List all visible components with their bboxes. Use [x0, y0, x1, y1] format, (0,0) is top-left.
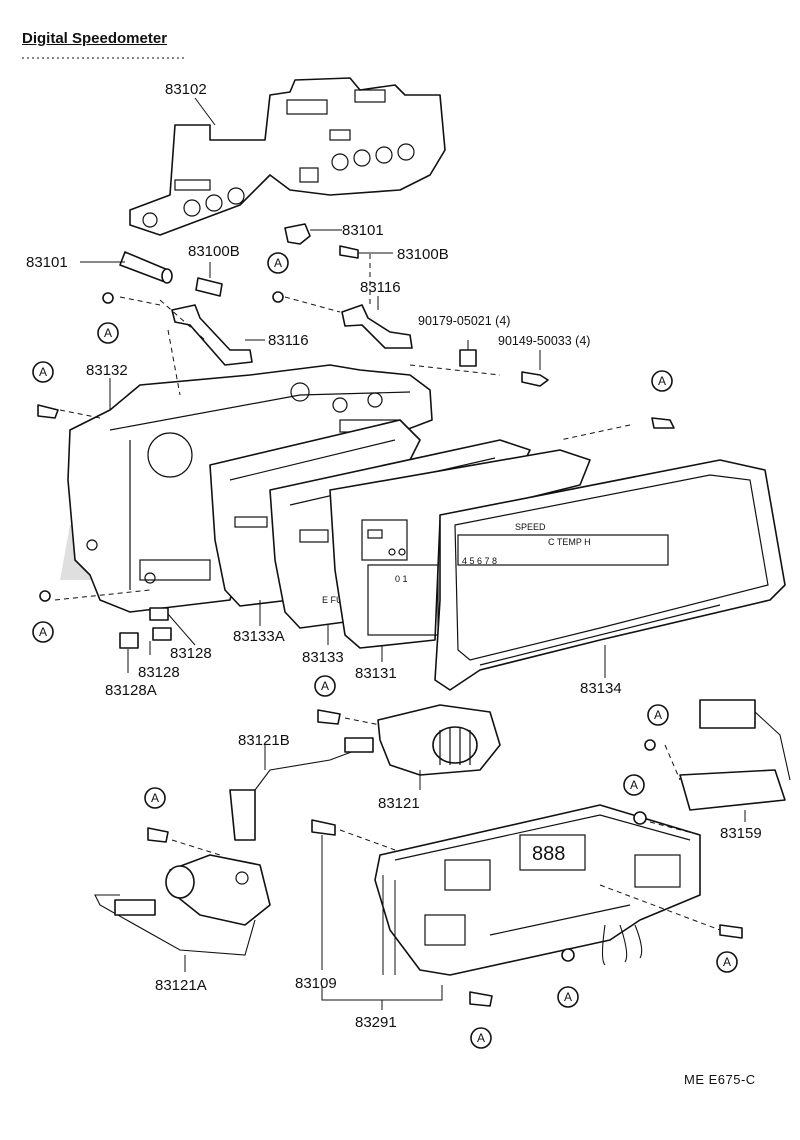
- label-83101-left: 83101: [26, 254, 68, 271]
- label-83159: 83159: [720, 825, 762, 842]
- face-display: 888: [532, 843, 565, 865]
- part-83128A-knob: [119, 632, 139, 649]
- part-83121B-cable: [229, 737, 374, 841]
- label-83132: 83132: [86, 362, 128, 379]
- svg-text:A: A: [723, 955, 731, 969]
- label-83291: 83291: [355, 1014, 397, 1031]
- part-83128-knob-b: [152, 627, 172, 641]
- screw-marker-a2: A: [267, 252, 289, 303]
- part-83291-meter-assembly: 888: [374, 804, 701, 976]
- label-83121: 83121: [378, 795, 420, 812]
- part-83109-bulb: [311, 819, 336, 970]
- part-90149-screw: [521, 350, 549, 387]
- screw-marker-a11: A: [557, 948, 579, 1008]
- svg-text:A: A: [630, 778, 638, 792]
- svg-text:A: A: [477, 1031, 485, 1045]
- page-title: Digital Speedometer: [22, 30, 168, 47]
- part-83100B-bulb-left: [195, 262, 223, 297]
- screw-marker-a10: A: [716, 924, 743, 973]
- reference-code: ME E675-C: [684, 1072, 756, 1087]
- label-83102: 83102: [165, 81, 207, 98]
- part-83101-bulb-socket-right: [284, 223, 342, 245]
- screw-marker-a6: A: [314, 675, 341, 725]
- part-83101-bulb-socket-left: [80, 251, 173, 284]
- face-digits: 4 5 6 7 8: [462, 556, 497, 566]
- label-83134: 83134: [580, 680, 622, 697]
- screw-marker-a4: A: [651, 370, 675, 429]
- svg-text:A: A: [274, 256, 282, 270]
- label-83116-left: 83116: [268, 332, 309, 349]
- part-83121A-sender: [94, 854, 271, 956]
- label-83128A: 83128A: [105, 682, 157, 699]
- label-83100B-left: 83100B: [188, 243, 240, 260]
- part-83159-harness: [679, 699, 791, 822]
- screw-marker-a12: A: [469, 991, 493, 1049]
- screw-marker-a1: A: [97, 292, 119, 344]
- label-83131: 83131: [355, 665, 397, 682]
- face-zero-one: 0 1: [395, 574, 408, 584]
- screw-marker-a9: A: [623, 774, 647, 825]
- label-83133: 83133: [302, 649, 344, 666]
- svg-text:A: A: [39, 625, 47, 639]
- part-83102-printed-circuit: [129, 77, 446, 236]
- svg-text:A: A: [151, 791, 159, 805]
- screw-marker-a5: A: [32, 590, 54, 643]
- part-83116-bracket-left: [171, 304, 265, 366]
- face-ctemp: C TEMP H: [548, 537, 591, 547]
- part-83128-knob-a: [149, 607, 196, 646]
- label-83100B-right: 83100B: [397, 246, 449, 263]
- part-90179-clip: [459, 340, 477, 367]
- label-83101-right: 83101: [342, 222, 384, 239]
- label-83133A: 83133A: [233, 628, 285, 645]
- label-90149: 90149-50033 (4): [498, 334, 590, 348]
- screw-marker-a7: A: [644, 704, 669, 751]
- part-83131-plate: 0 1: [329, 449, 591, 649]
- screw-marker-a8: A: [144, 787, 169, 843]
- part-83116-bracket-right: [341, 296, 413, 349]
- label-83116-right: 83116: [360, 279, 401, 296]
- label-83121A: 83121A: [155, 977, 207, 994]
- part-83121-speed-sensor: [377, 704, 501, 790]
- face-efuel: E FUEL: [322, 595, 354, 605]
- label-83121B: 83121B: [238, 732, 290, 749]
- svg-text:A: A: [321, 679, 329, 693]
- svg-text:A: A: [654, 708, 662, 722]
- label-83128-b: 83128: [138, 664, 180, 681]
- svg-text:A: A: [104, 326, 112, 340]
- screw-marker-a3: A: [32, 361, 59, 419]
- part-83100B-bulb-right: [339, 245, 393, 259]
- label-83109: 83109: [295, 975, 337, 992]
- svg-text:A: A: [658, 374, 666, 388]
- label-90179: 90179-05021 (4): [418, 314, 510, 328]
- label-83128-a: 83128: [170, 645, 212, 662]
- face-speed: SPEED: [515, 522, 546, 532]
- svg-text:A: A: [39, 365, 47, 379]
- svg-text:A: A: [564, 990, 572, 1004]
- part-83134-meter-glass: SPEED 4 5 6 7 8 C TEMP H: [434, 459, 786, 691]
